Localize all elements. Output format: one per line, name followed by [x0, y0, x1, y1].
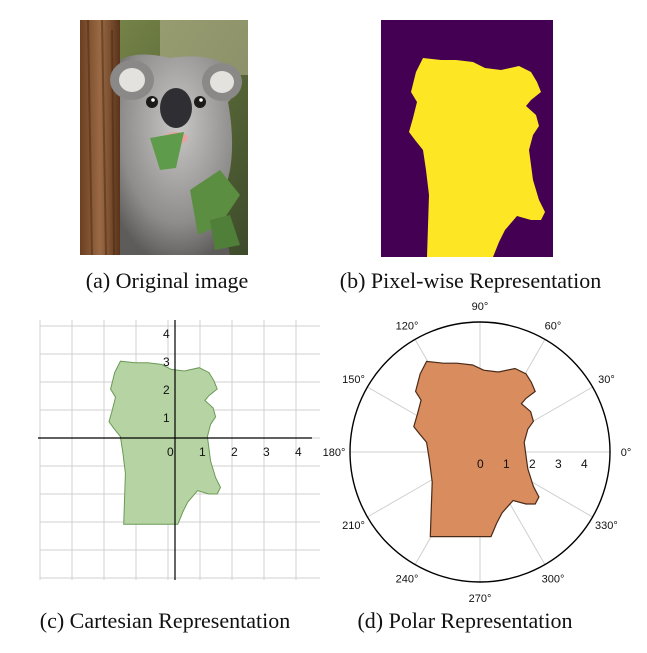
- y-tick-label: 1: [163, 411, 170, 425]
- polar-plot: 0° 30° 60° 90° 120° 150° 180° 210° 240° 270° 300° 3…: [323, 301, 632, 605]
- angle-label: 150°: [342, 374, 365, 386]
- x-tick-label: 2: [231, 445, 238, 459]
- cartesian-tick-labels: 0 1 2 3 4 1 2 3 4: [163, 327, 302, 459]
- x-tick-label: 1: [199, 445, 206, 459]
- angle-label: 30°: [598, 374, 615, 386]
- polar-panel: 0° 30° 60° 90° 120° 150° 180° 210° 240° 270° 300° 3…: [323, 290, 642, 605]
- segmentation-mask: [381, 20, 553, 257]
- polar-tick-labels: 0° 30° 60° 90° 120° 150° 180° 210° 240° 270° 300° 3…: [323, 301, 632, 605]
- angle-label: 120°: [396, 321, 419, 333]
- y-tick-label: 2: [163, 383, 170, 397]
- radial-label: 1: [503, 457, 510, 471]
- polar-contour: [413, 360, 540, 538]
- angle-label: 330°: [595, 520, 618, 532]
- radial-label: 4: [581, 457, 588, 471]
- x-tick-label: 0: [167, 445, 174, 459]
- koala-photo: [80, 19, 248, 256]
- angle-label: 210°: [342, 520, 365, 532]
- radial-label: 0: [477, 457, 484, 471]
- angle-label: 90°: [472, 301, 489, 313]
- angle-label: 300°: [542, 573, 565, 585]
- radial-label: 2: [529, 457, 536, 471]
- angle-label: 180°: [323, 447, 346, 459]
- pixelwise-mask-panel: [381, 20, 553, 257]
- y-tick-label: 4: [163, 327, 170, 341]
- original-image-panel: [80, 19, 248, 256]
- cartesian-axes: [38, 320, 312, 580]
- angle-label: 0°: [621, 447, 632, 459]
- x-tick-label: 3: [263, 445, 270, 459]
- angle-label: 270°: [469, 593, 492, 605]
- caption-b: (b) Pixel-wise Representation: [339, 268, 602, 293]
- x-tick-label: 4: [295, 445, 302, 459]
- angle-label: 240°: [396, 573, 419, 585]
- radial-label: 3: [555, 457, 562, 471]
- cartesian-plot: 0 1 2 3 4 1 2 3 4: [38, 320, 320, 580]
- angle-label: 60°: [545, 321, 562, 333]
- cartesian-panel: 0 1 2 3 4 1 2 3 4: [20, 318, 330, 586]
- caption-c: (c) Cartesian Representation: [39, 608, 291, 633]
- cartesian-contour: [108, 360, 222, 525]
- caption-d: (d) Polar Representation: [357, 608, 573, 633]
- caption-a: (a) Original image: [85, 268, 249, 293]
- y-tick-label: 3: [163, 355, 170, 369]
